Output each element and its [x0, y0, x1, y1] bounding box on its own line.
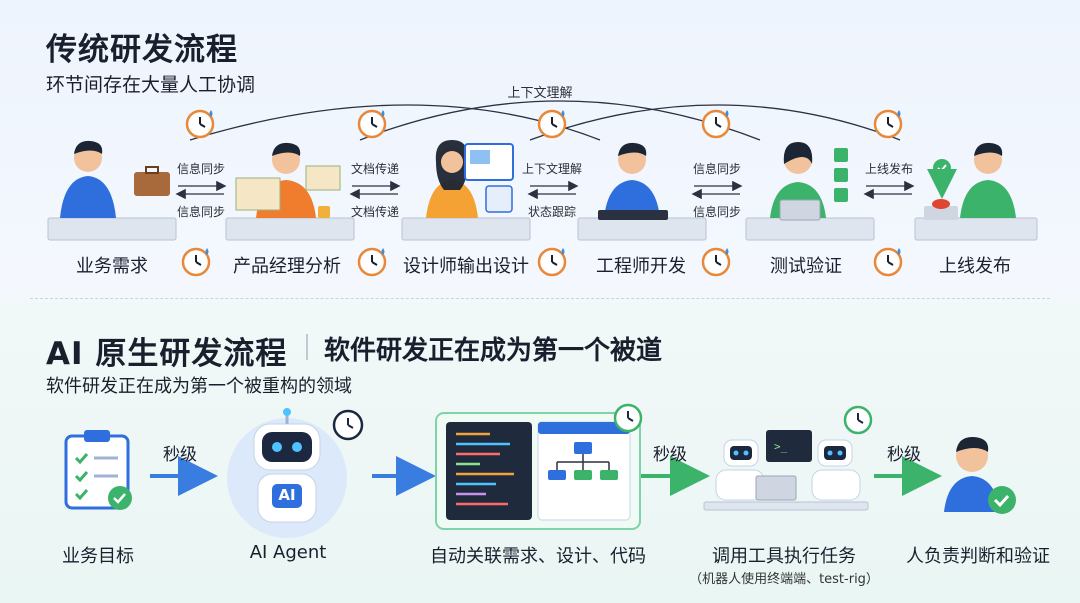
handoff-4-top: 信息同步: [692, 162, 741, 176]
ai-stage-business-goal: 业务目标: [62, 546, 134, 567]
handoff-1-top: 信息同步: [176, 162, 225, 176]
ai-stage-tools: 调用工具执行任务: [712, 546, 856, 567]
handoff-3-top: 上下文理解: [521, 162, 582, 176]
ai-stage-agent: AI Agent: [249, 542, 327, 563]
handoff-5-top: 上线发布: [864, 162, 913, 176]
handoff-3-bottom: 状态跟踪: [527, 205, 576, 219]
ai-native-subtitle: 软件研发正在成为第一个被重构的领域: [46, 376, 352, 397]
ai-stage-human-verify: 人负责判断和验证: [906, 546, 1050, 567]
speed-label-3: 秒级: [887, 445, 921, 465]
handoff-1-bottom: 信息同步: [176, 205, 225, 219]
context-arc-label: 上下文理解: [507, 86, 573, 101]
traditional-subtitle: 环节间存在大量人工协调: [46, 74, 256, 96]
ai-native-title: AI 原生研发流程: [46, 336, 288, 372]
ai-stage-auto-link: 自动关联需求、设计、代码: [430, 546, 646, 567]
agent-chip: AI: [278, 486, 296, 504]
handoff-2-top: 文档传递: [350, 162, 399, 176]
ai-native-headline: 软件研发正在成为第一个被道: [324, 336, 663, 366]
speed-label-2: 秒级: [653, 445, 687, 465]
stage-pm-analysis: 产品经理分析: [233, 256, 341, 277]
title-separator: [306, 334, 308, 360]
svg-text:>_: >_: [774, 440, 788, 453]
section-divider: [30, 298, 1050, 299]
traditional-title: 传统研发流程: [46, 32, 238, 68]
speed-label-1: 秒级: [163, 445, 197, 465]
stage-dev: 工程师开发: [596, 256, 686, 277]
stage-design: 设计师输出设计: [403, 256, 529, 277]
handoff-4-bottom: 信息同步: [692, 205, 741, 219]
stage-business-req: 业务需求: [76, 256, 148, 277]
ai-stage-tools-note: （机器人使用终端端、test-rig）: [689, 572, 879, 587]
stage-testing: 测试验证: [770, 256, 842, 277]
stage-release: 上线发布: [939, 256, 1011, 277]
handoff-2-bottom: 文档传递: [350, 205, 399, 219]
